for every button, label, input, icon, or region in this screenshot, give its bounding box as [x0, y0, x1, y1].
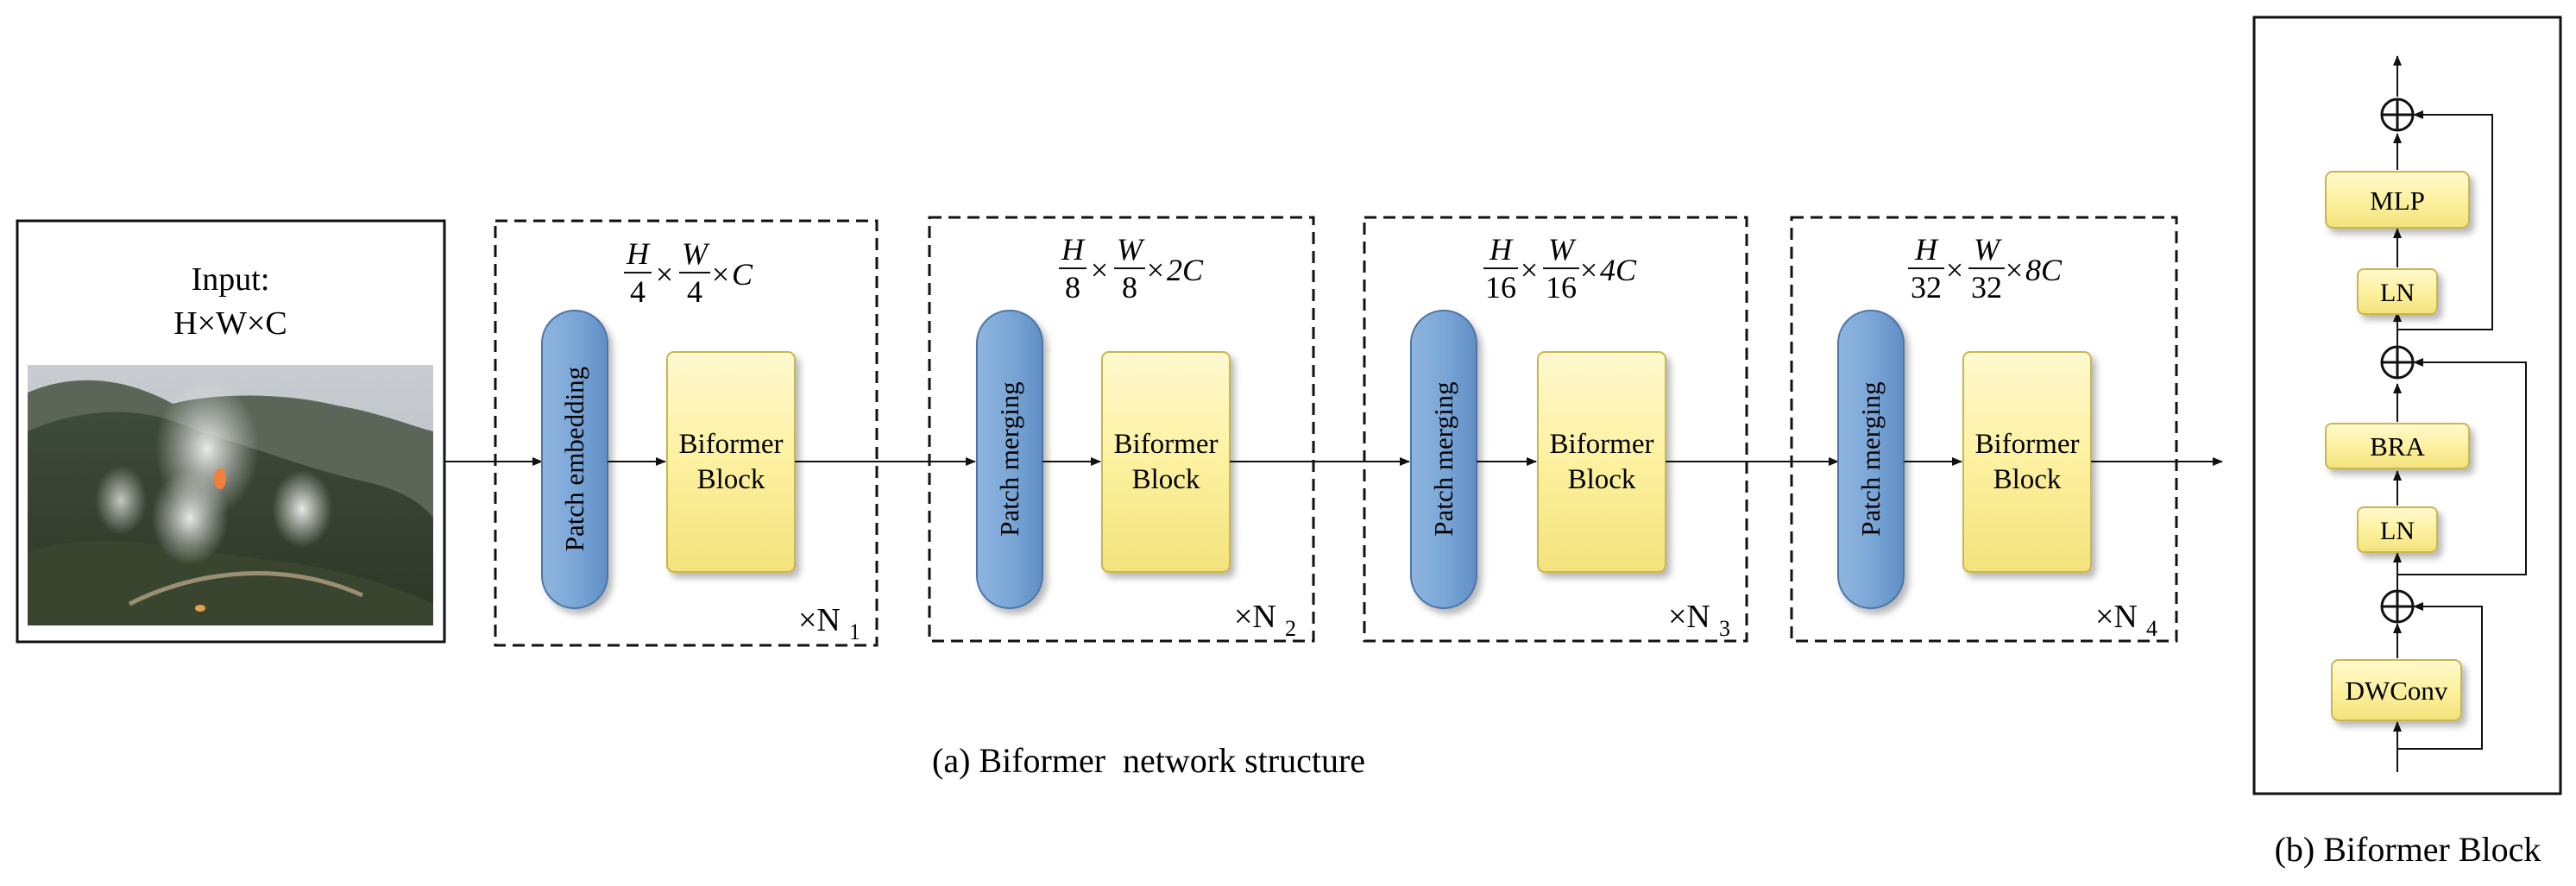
stage-border [1363, 216, 1748, 643]
patch-merging-label: Patch merging [994, 381, 1024, 536]
formula-times: × [1580, 253, 1597, 287]
input-panel: Input: H×W×C [16, 219, 446, 644]
formula-w-denominator: 8 [1122, 270, 1137, 305]
layernorm-block [2357, 268, 2438, 315]
add-node [2380, 97, 2415, 132]
formula-times: × [1147, 253, 1164, 287]
biformer-block-label: Biformer [1975, 429, 2080, 460]
formula-channels: 8C [2025, 253, 2063, 287]
biformer-block-label: Biformer [1114, 429, 1219, 460]
patch-merging-label: Patch merging [1855, 381, 1886, 536]
input-label-line1: Input: [192, 261, 270, 298]
bra-label: BRA [2370, 431, 2425, 462]
biformer-block-label: Block [1132, 464, 1200, 495]
formula-w-denominator: 4 [687, 274, 702, 309]
caption-biformer-block: (b) Biformer Block [2275, 830, 2541, 869]
formula-times: × [1091, 253, 1108, 287]
repeat-count-subscript: 4 [2146, 616, 2157, 641]
biformer-block [1962, 351, 2092, 573]
formula-w-numerator: W [1117, 232, 1145, 267]
input-image [28, 365, 433, 625]
repeat-count: ×N [1234, 599, 1276, 635]
formula-times: × [1946, 253, 1963, 287]
formula-h-numerator: H [1061, 232, 1086, 267]
biformer-block-label: Biformer [1550, 429, 1654, 460]
dwconv-block [2331, 659, 2462, 721]
resolution-formula: H 8 × W 8 × 2C [1059, 232, 1204, 305]
repeat-count: ×N [798, 602, 841, 638]
biformer-block-label: Block [1993, 464, 2062, 495]
stage-3: H 16 × W 16 × 4C Patch merging Biformer … [1363, 216, 1748, 643]
biformer-block-label: Biformer [679, 429, 784, 460]
repeat-count: ×N [2095, 599, 2138, 635]
patch-merging-label: Patch merging [1428, 381, 1458, 536]
formula-times: × [712, 257, 729, 292]
bra-block [2325, 423, 2470, 469]
formula-h-numerator: H [626, 236, 651, 271]
formula-h-numerator: H [1914, 232, 1939, 267]
stage-border [1790, 216, 2178, 643]
formula-h-numerator: H [1489, 232, 1514, 267]
formula-w-numerator: W [1974, 232, 2002, 267]
add-node [2380, 589, 2415, 624]
formula-channels: C [732, 257, 753, 292]
layernorm-block [2357, 506, 2438, 553]
formula-h-denominator: 32 [1911, 270, 1942, 305]
formula-times: × [2006, 253, 2023, 287]
formula-h-denominator: 4 [630, 274, 646, 309]
formula-times: × [656, 257, 673, 292]
mlp-label: MLP [2370, 185, 2425, 216]
patch-merging-block [1410, 310, 1477, 609]
biformer-block-label: Block [1568, 464, 1636, 495]
repeat-count-subscript: 1 [849, 619, 860, 644]
stage-border [494, 219, 879, 647]
patch-embedding-block [541, 310, 608, 609]
biformer-block [666, 351, 796, 573]
formula-times: × [1521, 253, 1538, 287]
patch-merging-block [976, 310, 1043, 609]
biformer-block-label: Block [697, 464, 765, 495]
resolution-formula: H 16 × W 16 × 4C [1483, 232, 1637, 305]
stage-border [928, 216, 1315, 643]
biformer-block-detail: DWConv LN BRA LN MLP [2252, 16, 2562, 795]
formula-w-numerator: W [682, 236, 710, 271]
add-node [2380, 345, 2415, 380]
stage-4: H 32 × W 32 × 8C Patch merging Biformer … [1790, 216, 2178, 643]
mlp-block [2325, 171, 2470, 229]
formula-w-numerator: W [1548, 232, 1577, 267]
formula-w-denominator: 16 [1546, 270, 1577, 305]
repeat-count: ×N [1668, 599, 1710, 635]
formula-h-denominator: 16 [1485, 270, 1516, 305]
patch-embedding-label: Patch embedding [559, 367, 589, 551]
biformer-block [1537, 351, 1666, 573]
formula-channels: 4C [1600, 253, 1637, 287]
dwconv-label: DWConv [2346, 675, 2448, 706]
input-label-line2: H×W×C [173, 305, 287, 342]
formula-h-denominator: 8 [1065, 270, 1080, 305]
detail-border [2252, 16, 2562, 795]
repeat-count-subscript: 3 [1719, 616, 1730, 641]
resolution-formula: H 4 × W 4 × C [624, 236, 753, 309]
formula-w-denominator: 32 [1971, 270, 2002, 305]
resolution-formula: H 32 × W 32 × 8C [1908, 232, 2063, 305]
layernorm-label: LN [2380, 517, 2415, 545]
repeat-count-subscript: 2 [1285, 616, 1296, 641]
biformer-block [1101, 351, 1231, 573]
caption-network-structure: (a) Biformer network structure [932, 741, 1365, 780]
stage-1: H 4 × W 4 × C Patch embedding Biformer B… [494, 219, 879, 647]
formula-channels: 2C [1167, 253, 1204, 287]
patch-merging-block [1837, 310, 1905, 609]
stage-2: H 8 × W 8 × 2C Patch merging Biformer Bl… [928, 216, 1315, 643]
layernorm-label: LN [2380, 279, 2415, 307]
